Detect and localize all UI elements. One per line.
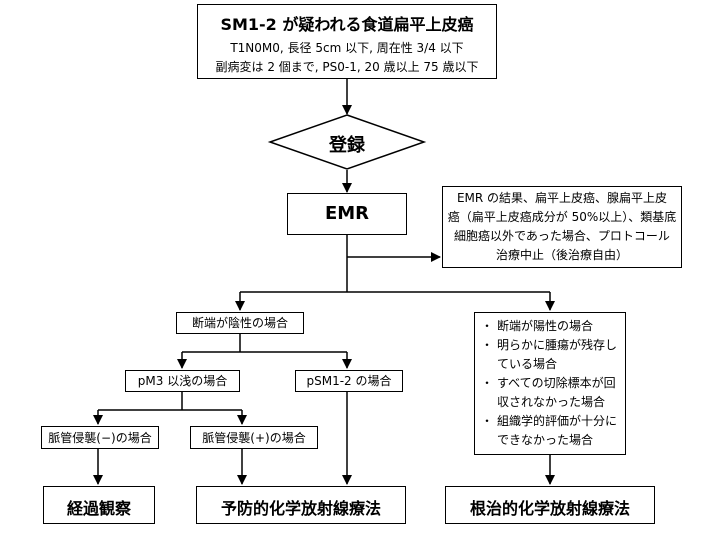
emr-label: EMR [324, 203, 370, 224]
eligibility-line-2: 副病変は 2 個まで, PS0-1, 20 歳以上 75 歳以下 [215, 60, 479, 74]
ly-negative-box: 脈管侵襲(−)の場合 [41, 426, 159, 449]
ly-positive-box: 脈管侵襲(+)の場合 [190, 426, 318, 449]
emr-box: EMR [287, 193, 407, 235]
stop-line-3: 細胞癌以外であった場合、プロトコール [454, 229, 670, 243]
eligibility-line-1: T1N0M0, 長径 5cm 以下, 周在性 3/4 以下 [230, 41, 464, 55]
condition-item: すべての切除標本が回収されなかった場合 [479, 374, 621, 412]
stop-line-4: 治療中止（後治療自由） [495, 248, 628, 262]
observation-box: 経過観察 [43, 486, 155, 524]
condition-item: 断端が陽性の場合 [479, 317, 621, 336]
prophylactic-label: 予防的化学放射線療法 [220, 499, 381, 518]
register-label: 登録 [329, 135, 365, 156]
protocol-stop-box: EMR の結果、扁平上皮癌、腺扁平上皮 癌（扁平上皮癌成分が 50%以上）、類基… [442, 186, 682, 268]
condition-item: 明らかに腫瘍が残存している場合 [479, 336, 621, 374]
positive-conditions-box: 断端が陽性の場合 明らかに腫瘍が残存している場合 すべての切除標本が回収されなか… [474, 312, 626, 455]
eligibility-box: SM1-2 が疑われる食道扁平上皮癌 T1N0M0, 長径 5cm 以下, 周在… [197, 4, 497, 79]
pm3-box: pM3 以浅の場合 [125, 370, 240, 392]
pm3-label: pM3 以浅の場合 [137, 374, 228, 388]
stop-line-1: EMR の結果、扁平上皮癌、腺扁平上皮 [456, 191, 668, 205]
ly-positive-label: 脈管侵襲(+)の場合 [202, 431, 306, 445]
negative-margin-box: 断端が陰性の場合 [176, 312, 304, 334]
stop-line-2: 癌（扁平上皮癌成分が 50%以上）、類基底 [447, 210, 677, 224]
negative-margin-label: 断端が陰性の場合 [191, 316, 288, 330]
ly-negative-label: 脈管侵襲(−)の場合 [48, 431, 152, 445]
observation-label: 経過観察 [66, 499, 131, 518]
curative-label: 根治的化学放射線療法 [469, 499, 630, 518]
condition-item: 組織学的評価が十分にできなかった場合 [479, 412, 621, 450]
curative-box: 根治的化学放射線療法 [445, 486, 655, 524]
eligibility-title: SM1-2 が疑われる食道扁平上皮癌 [220, 15, 474, 34]
psm-box: pSM1-2 の場合 [295, 370, 403, 392]
psm-label: pSM1-2 の場合 [306, 374, 392, 388]
prophylactic-box: 予防的化学放射線療法 [196, 486, 406, 524]
positive-conditions-list: 断端が陽性の場合 明らかに腫瘍が残存している場合 すべての切除標本が回収されなか… [479, 317, 621, 450]
register-diamond [267, 114, 427, 170]
